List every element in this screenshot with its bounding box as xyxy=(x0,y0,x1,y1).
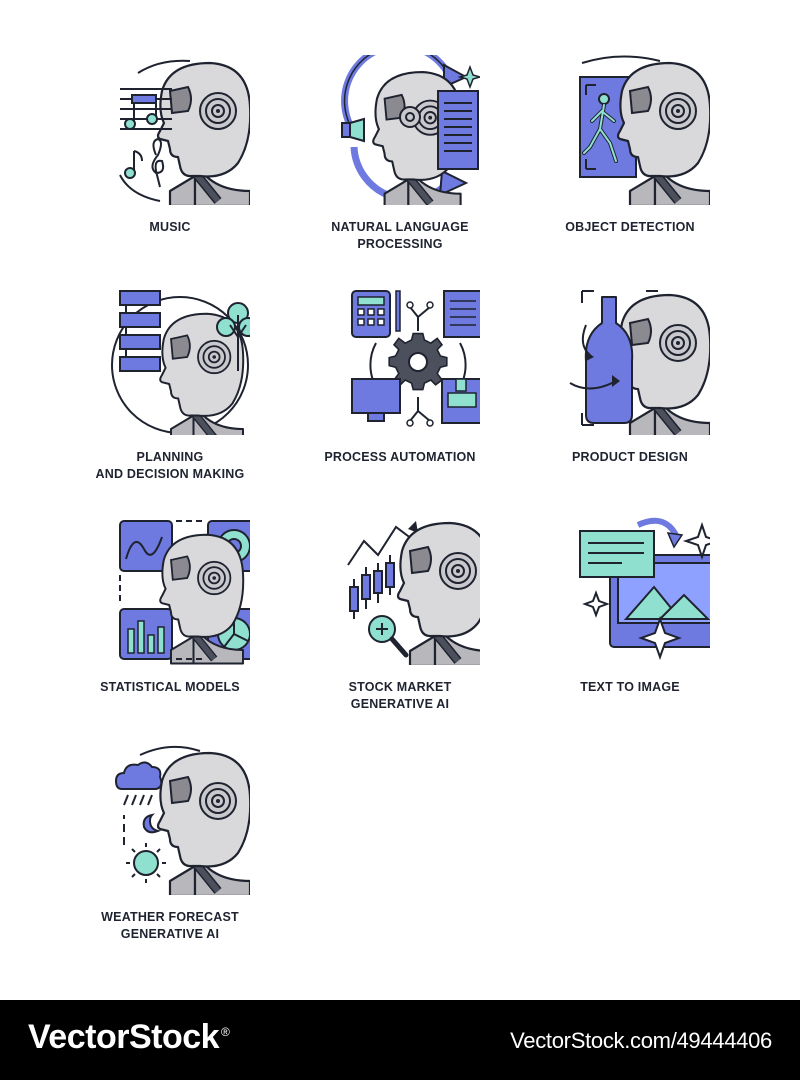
icon-label: TEXT TO IMAGE xyxy=(580,680,680,694)
icon-label: OBJECT DETECTION xyxy=(565,220,695,234)
icon-label: MUSIC xyxy=(149,220,191,234)
icon-cell-nlp: NATURAL LANGUAGE PROCESSING xyxy=(300,55,500,253)
icon-cell-weather-forecast: WEATHER FORECAST GENERATIVE AI xyxy=(70,745,270,943)
icon-label: STOCK MARKET GENERATIVE AI xyxy=(348,680,452,711)
bottle-robot-icon xyxy=(569,290,710,435)
icon-cell-statistical-models: STATISTICAL MODELS xyxy=(70,515,270,696)
icon-cell-object-detection: OBJECT DETECTION xyxy=(530,55,730,236)
icon-label: PLANNING AND DECISION MAKING xyxy=(95,450,245,481)
charts-robot-icon xyxy=(119,520,250,665)
icon-cell-stock-market: STOCK MARKET GENERATIVE AI xyxy=(300,515,500,713)
icon-cell-product-design: PRODUCT DESIGN xyxy=(530,285,730,466)
logo-text: VectorStock xyxy=(28,1018,220,1056)
icon-label: WEATHER FORECAST GENERATIVE AI xyxy=(101,910,239,941)
icon-label: PROCESS AUTOMATION xyxy=(324,450,476,464)
speech-gear-robot-icon xyxy=(341,55,480,205)
icon-cell-process-automation: PROCESS AUTOMATION xyxy=(300,285,500,466)
registered-mark: ® xyxy=(221,1024,230,1039)
walking-person-robot-icon xyxy=(579,55,710,205)
icon-label: PRODUCT DESIGN xyxy=(571,450,688,464)
vectorstock-logo: VectorStock® xyxy=(28,1018,230,1057)
footer-url: VectorStock.com/49444406 xyxy=(510,1028,772,1053)
icon-cell-music: MUSIC xyxy=(70,55,270,236)
gear-network-icon xyxy=(351,290,480,427)
candlestick-robot-icon xyxy=(347,515,480,665)
icon-cell-planning: PLANNING AND DECISION MAKING xyxy=(70,285,270,483)
text-image-sparkle-icon xyxy=(579,517,710,660)
flowchart-tree-robot-icon xyxy=(111,290,250,435)
icon-cell-text-to-image: TEXT TO IMAGE xyxy=(530,515,730,696)
cloud-sun-robot-icon xyxy=(114,745,250,895)
music-notes-robot-icon xyxy=(119,55,250,205)
footer-bar: VectorStock® VectorStock.com/49444406 xyxy=(0,1000,800,1080)
icon-label: NATURAL LANGUAGE PROCESSING xyxy=(331,220,469,251)
icon-label: STATISTICAL MODELS xyxy=(100,680,240,694)
